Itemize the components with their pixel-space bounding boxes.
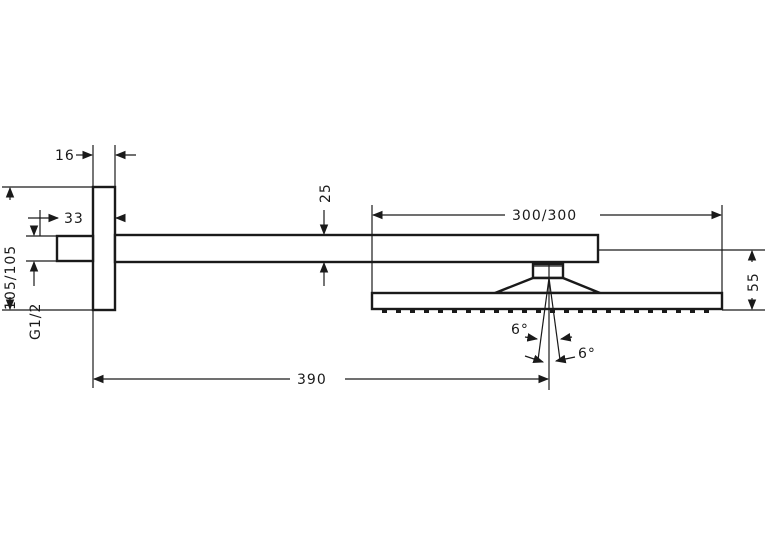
nozzle (690, 309, 695, 313)
nozzle (508, 309, 513, 313)
nozzle (564, 309, 569, 313)
nozzle (704, 309, 709, 313)
nozzle (536, 309, 541, 313)
nozzle (592, 309, 597, 313)
dim-plate-size: 105/105 (2, 186, 93, 311)
dim-tilt-angle: 6° 6° (511, 322, 596, 364)
nozzle (662, 309, 667, 313)
dim-wall-plate-thickness: 16 (55, 145, 136, 187)
label-33: 33 (64, 211, 84, 227)
nozzle (424, 309, 429, 313)
label-g1-2: G1/2 (28, 303, 44, 340)
nozzle (452, 309, 457, 313)
tilt-lines (537, 262, 561, 390)
dim-head-size: 300/300 (371, 205, 723, 293)
label-300-300: 300/300 (512, 208, 577, 224)
nozzle (480, 309, 485, 313)
label-16: 16 (55, 148, 75, 164)
dim-head-height: 55 (598, 249, 765, 311)
nozzle (634, 309, 639, 313)
shower-arm (113, 233, 600, 264)
nozzle (620, 309, 625, 313)
connection-stub (55, 234, 95, 263)
label-105-105: 105/105 (3, 245, 19, 310)
nozzle (396, 309, 401, 313)
dim-thread: G1/2 (26, 225, 57, 340)
nozzle (676, 309, 681, 313)
wall-plate (91, 185, 117, 312)
label-55: 55 (746, 272, 762, 292)
nozzle (578, 309, 583, 313)
nozzle (494, 309, 499, 313)
dim-pipe-offset: 33 (28, 210, 126, 236)
nozzle (382, 309, 387, 313)
label-390: 390 (297, 372, 327, 388)
nozzle (466, 309, 471, 313)
label-angle-left: 6° (511, 322, 529, 338)
nozzle (648, 309, 653, 313)
nozzle (410, 309, 415, 313)
label-25: 25 (318, 183, 334, 203)
dim-arm-length: 390 (92, 310, 550, 388)
label-angle-right: 6° (578, 346, 596, 362)
nozzles (382, 309, 709, 313)
nozzle (606, 309, 611, 313)
nozzle (550, 309, 555, 313)
nozzle (438, 309, 443, 313)
dim-arm-height: 25 (318, 183, 334, 286)
nozzle (522, 309, 527, 313)
